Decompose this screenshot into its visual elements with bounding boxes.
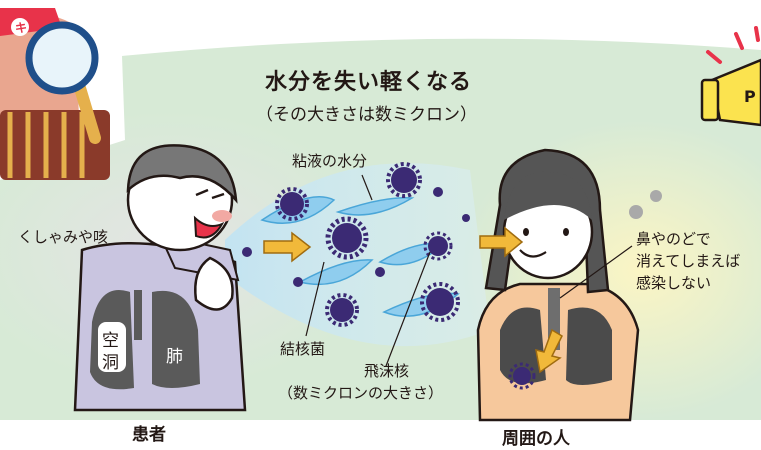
cavity-label-2: 洞 — [102, 353, 119, 373]
person-lungs — [500, 307, 612, 385]
bacteria-icon — [423, 231, 453, 261]
leader-lines — [305, 174, 633, 367]
nose-throat-note: 鼻やのどで 消えてしまえば 感染しない — [636, 230, 741, 292]
bacteria-icon — [275, 187, 309, 221]
people-around-caption: 周囲の人 — [502, 429, 570, 449]
patient-caption: 患者 — [132, 425, 166, 445]
bacteria-icon — [420, 282, 460, 322]
headline: 水分を失い軽くなる — [265, 70, 473, 95]
bacteria-icon — [325, 216, 369, 260]
bacteria-label: 結核菌 — [280, 340, 326, 358]
magnifier-icon — [25, 21, 101, 144]
sneeze-label: くしゃみや咳 — [18, 228, 109, 246]
person-figure — [476, 148, 640, 422]
bacteria-icon — [386, 162, 422, 198]
bacteria-icon — [325, 293, 359, 327]
droplet-nuclei-label: 飛沫核 — [364, 362, 410, 380]
subheadline: （その大きさは数ミクロン） — [256, 105, 477, 125]
lung-label: 肺 — [166, 347, 183, 367]
mascot-figure: キ — [0, 0, 125, 180]
faded-particles — [629, 190, 662, 219]
mucus-label: 粘液の水分 — [292, 152, 368, 170]
arrow-icon — [263, 226, 563, 374]
cavity-label-1: 空 — [102, 331, 119, 351]
droplet-nuclei-size-label: （数ミクロンの大きさ） — [278, 384, 444, 402]
mascot-badge: キ — [15, 21, 27, 35]
cavity — [98, 322, 126, 372]
bacteria-icon — [508, 362, 536, 390]
bacteria-group — [242, 162, 536, 390]
patient-figure — [73, 144, 247, 412]
corner-badge: P — [744, 87, 756, 106]
megaphone-icon: P — [700, 26, 761, 127]
